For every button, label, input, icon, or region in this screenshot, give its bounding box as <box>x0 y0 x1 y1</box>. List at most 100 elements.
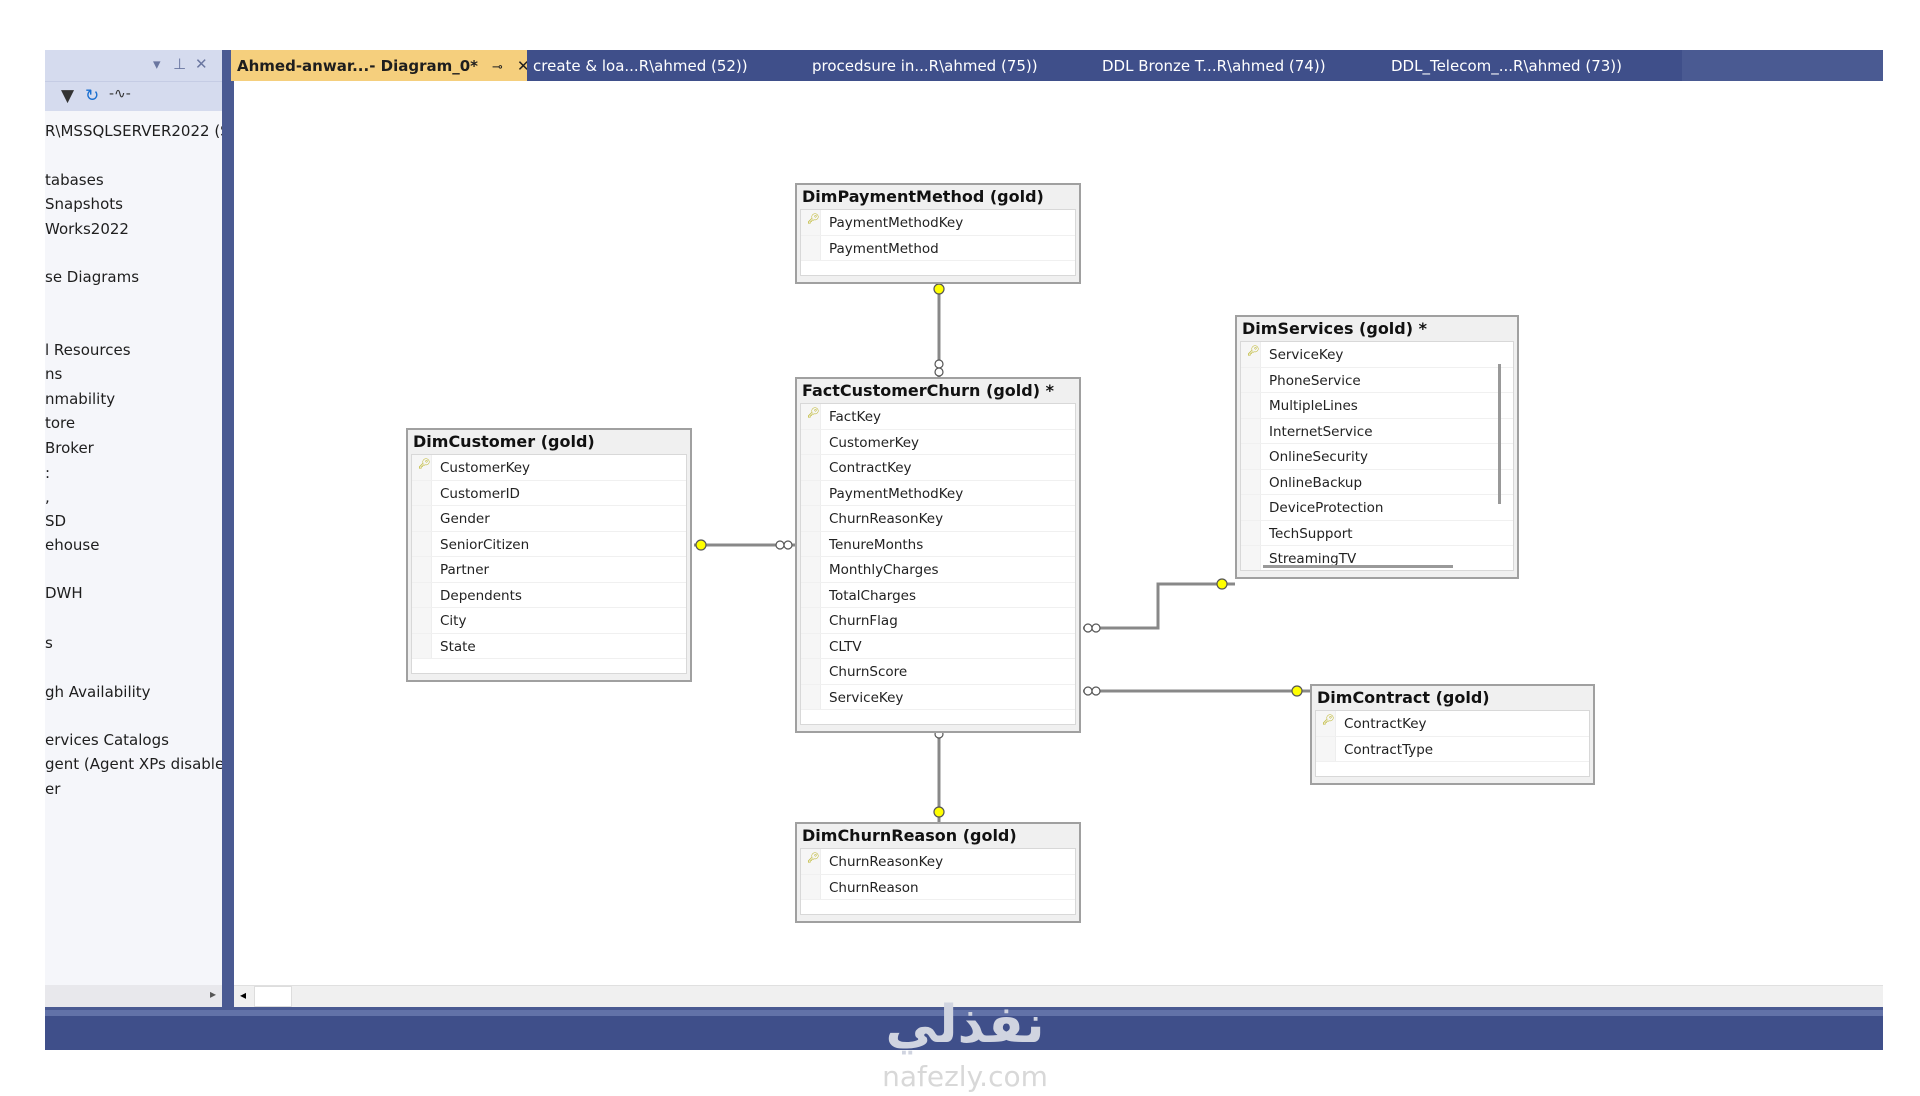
column-row[interactable]: ChurnReasonKey <box>801 506 1075 532</box>
pin-icon[interactable]: ⊸ <box>492 60 503 75</box>
row-selector[interactable] <box>412 633 432 658</box>
column-row[interactable]: InternetService <box>1241 418 1513 444</box>
column-row[interactable]: ContractKey <box>801 455 1075 481</box>
tree-node[interactable]: gent (Agent XPs disabled <box>45 755 222 773</box>
row-selector[interactable] <box>801 659 821 684</box>
column-row[interactable]: State <box>412 633 686 659</box>
row-selector[interactable] <box>1241 546 1261 570</box>
row-selector[interactable] <box>1241 495 1261 520</box>
row-selector[interactable] <box>412 455 432 480</box>
row-selector[interactable] <box>801 429 821 454</box>
scroll-thumb[interactable] <box>254 986 292 1007</box>
tree-node[interactable]: er <box>45 780 61 798</box>
column-row[interactable]: OnlineBackup <box>1241 469 1513 495</box>
row-selector[interactable] <box>801 531 821 556</box>
column-row[interactable]: PaymentMethod <box>801 235 1075 261</box>
row-selector[interactable] <box>801 455 821 480</box>
row-selector[interactable] <box>801 849 821 874</box>
column-row[interactable]: Gender <box>412 506 686 532</box>
row-selector[interactable] <box>801 684 821 709</box>
tree-node[interactable]: tore <box>45 414 76 432</box>
column-row[interactable]: ContractType <box>1316 736 1589 762</box>
column-row[interactable]: TechSupport <box>1241 520 1513 546</box>
filter-icon[interactable]: ▼ <box>61 86 75 106</box>
row-selector[interactable] <box>801 210 821 235</box>
table-hscrollbar[interactable] <box>1263 565 1453 568</box>
column-row[interactable]: 🔑︎FactKey <box>801 404 1075 430</box>
row-selector[interactable] <box>1241 520 1261 545</box>
tree-node[interactable]: , <box>45 488 50 506</box>
column-row[interactable]: ChurnScore <box>801 659 1075 685</box>
row-selector[interactable] <box>412 582 432 607</box>
table-vscrollbar[interactable] <box>1498 364 1501 504</box>
row-selector[interactable] <box>1241 342 1261 367</box>
tree-node[interactable]: Works2022 <box>45 220 129 238</box>
tree-server[interactable]: R\MSSQLSERVER2022 (S <box>45 122 222 140</box>
tab-procedure[interactable]: procedsure in...R\ahmed (75)) <box>806 50 1096 81</box>
column-row[interactable]: Partner <box>412 557 686 583</box>
row-selector[interactable] <box>801 235 821 260</box>
diagram-hscrollbar[interactable]: ◂ <box>234 985 1883 1007</box>
column-row[interactable]: 🔑︎CustomerKey <box>412 455 686 481</box>
column-row[interactable]: TenureMonths <box>801 531 1075 557</box>
row-selector[interactable] <box>1241 367 1261 392</box>
row-selector[interactable] <box>412 608 432 633</box>
row-selector[interactable] <box>1241 393 1261 418</box>
row-selector[interactable] <box>412 557 432 582</box>
tree-node[interactable]: l Resources <box>45 341 131 359</box>
tree-node[interactable]: ervices Catalogs <box>45 731 169 749</box>
close-icon[interactable]: ✕ <box>195 55 208 73</box>
column-row[interactable]: CLTV <box>801 633 1075 659</box>
tree-node[interactable]: ns <box>45 365 63 383</box>
tab-diagram[interactable]: Ahmed-anwar...- Diagram_0*⊸✕ <box>231 50 530 81</box>
column-row[interactable]: Dependents <box>412 582 686 608</box>
tree-node[interactable]: gh Availability <box>45 683 151 701</box>
column-row[interactable]: DeviceProtection <box>1241 495 1513 521</box>
pin-icon[interactable]: ⊥ <box>173 55 187 73</box>
tree-node[interactable]: nmability <box>45 390 116 408</box>
row-selector[interactable] <box>1241 418 1261 443</box>
row-selector[interactable] <box>1316 711 1336 736</box>
panel-hscrollbar[interactable]: ▸ <box>45 985 222 1007</box>
tree-node[interactable]: tabases <box>45 171 104 189</box>
row-selector[interactable] <box>801 480 821 505</box>
scroll-left-icon[interactable]: ◂ <box>240 988 247 1002</box>
column-row[interactable]: OnlineSecurity <box>1241 444 1513 470</box>
row-selector[interactable] <box>412 531 432 556</box>
row-selector[interactable] <box>412 480 432 505</box>
tree-node[interactable]: se Diagrams <box>45 268 140 286</box>
tree-node[interactable]: ehouse <box>45 536 100 554</box>
row-selector[interactable] <box>801 557 821 582</box>
row-selector[interactable] <box>1316 736 1336 761</box>
column-row[interactable]: PhoneService <box>1241 367 1513 393</box>
row-selector[interactable] <box>1241 444 1261 469</box>
column-row[interactable]: MultipleLines <box>1241 393 1513 419</box>
row-selector[interactable] <box>801 506 821 531</box>
column-row[interactable]: CustomerKey <box>801 429 1075 455</box>
tree-node[interactable]: : <box>45 464 51 482</box>
close-tab-icon[interactable]: ✕ <box>516 57 530 75</box>
row-selector[interactable] <box>801 582 821 607</box>
refresh-icon[interactable]: ↻ <box>85 86 100 106</box>
tab-ddl-telecom[interactable]: DDL_Telecom_...R\ahmed (73)) <box>1385 50 1682 81</box>
tree-node[interactable]: Snapshots <box>45 195 123 213</box>
column-row[interactable]: City <box>412 608 686 634</box>
column-row[interactable]: CustomerID <box>412 480 686 506</box>
column-row[interactable]: ChurnReason <box>801 874 1075 900</box>
row-selector[interactable] <box>801 404 821 429</box>
tree-node[interactable]: Broker <box>45 439 94 457</box>
column-row[interactable]: 🔑︎ChurnReasonKey <box>801 849 1075 875</box>
tree-node[interactable]: SD <box>45 512 67 530</box>
column-row[interactable]: 🔑︎ServiceKey <box>1241 342 1513 368</box>
row-selector[interactable] <box>801 608 821 633</box>
column-row[interactable]: 🔑︎PaymentMethodKey <box>801 210 1075 236</box>
row-selector[interactable] <box>1241 469 1261 494</box>
column-row[interactable]: StreamingTV <box>1241 546 1513 570</box>
column-row[interactable]: SeniorCitizen <box>412 531 686 557</box>
tab-ddl-bronze[interactable]: DDL Bronze T...R\ahmed (74)) <box>1096 50 1385 81</box>
